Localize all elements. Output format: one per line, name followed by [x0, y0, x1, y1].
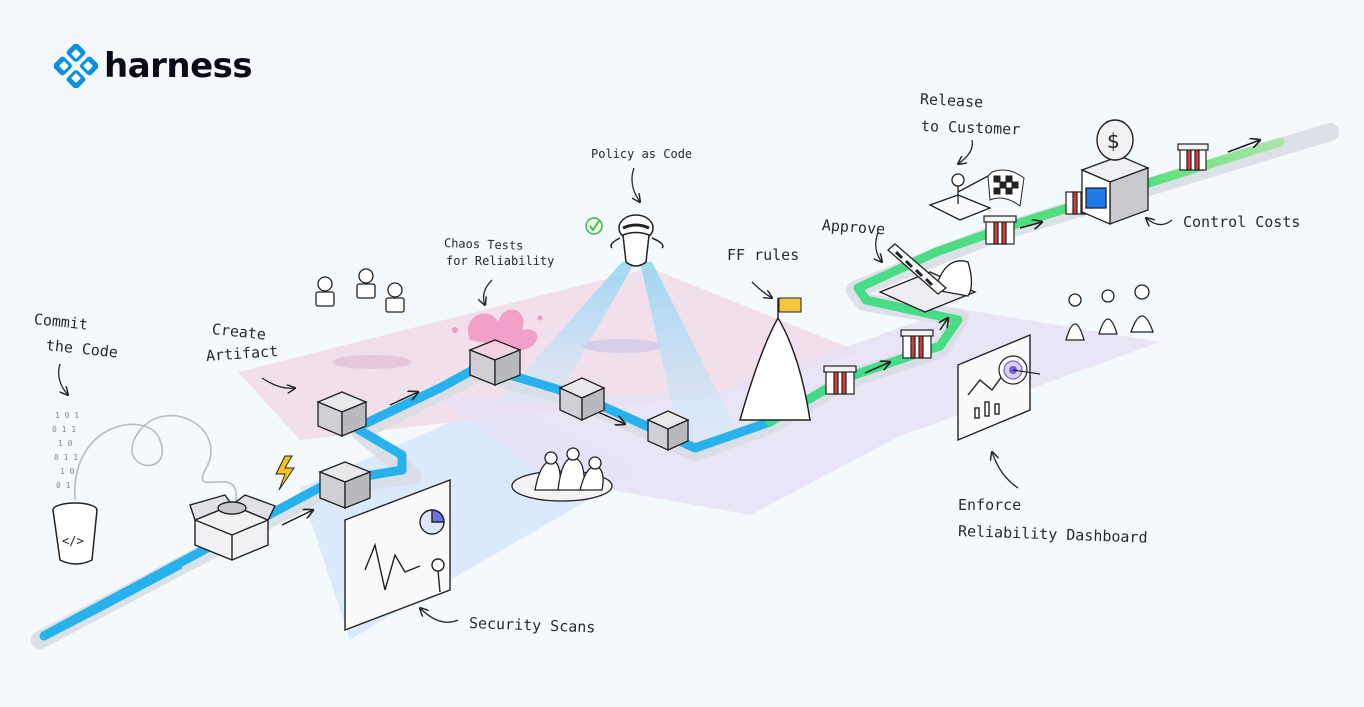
- artifact-cube-2: [316, 391, 368, 437]
- svg-text:0 1 1: 0 1 1: [52, 425, 76, 434]
- svg-text:1 0 1: 1 0 1: [55, 411, 79, 420]
- lightning-icon: [275, 455, 295, 491]
- team-huddle: [511, 447, 613, 502]
- policy-robot: [610, 214, 664, 267]
- checkmark-icon: [585, 217, 603, 235]
- cost-gate: [1080, 155, 1150, 225]
- artifact-cube-1: [318, 461, 372, 509]
- ff-rules-label: FF rules: [727, 246, 800, 264]
- svg-text:1 0: 1 0: [60, 467, 75, 476]
- approval-gate: [878, 243, 977, 313]
- release-label-line1: Release: [919, 90, 984, 112]
- checkered-flag-icon: [987, 169, 1025, 207]
- harness-logo[interactable]: harness: [54, 44, 253, 88]
- policy-label: Policy as Code: [591, 147, 693, 161]
- pie-chart-icon: [419, 509, 445, 535]
- dollar-coin-icon: $: [1096, 119, 1134, 161]
- svg-text:0 1 1: 0 1 1: [54, 453, 78, 462]
- control-costs-label: Control Costs: [1183, 213, 1301, 231]
- code-bucket-icon: </>: [52, 502, 98, 565]
- svg-text:</>: </>: [62, 534, 84, 548]
- chaos-box: [452, 309, 543, 386]
- ff-tent: [739, 297, 811, 421]
- harness-logo-icon: [54, 44, 98, 88]
- enforce-label-line1: Enforce: [958, 496, 1022, 514]
- target-icon: [998, 355, 1041, 385]
- release-stage: [928, 173, 992, 221]
- security-board: [344, 478, 451, 632]
- svg-text:1 0: 1 0: [58, 439, 73, 448]
- celebrating-team: [1065, 284, 1154, 341]
- chaos-label-line1: Chaos Tests: [443, 236, 524, 253]
- artifact-cube-3: [558, 377, 606, 422]
- svg-text:0 1: 0 1: [56, 481, 71, 490]
- chaos-label-line2: for Reliability: [446, 254, 555, 268]
- gift-box-5: [1177, 143, 1209, 171]
- gift-box-3: [983, 215, 1017, 245]
- release-label-line2: to Customer: [920, 117, 1021, 139]
- light-beam-right: [640, 262, 742, 440]
- brand-name: harness: [104, 46, 253, 86]
- light-beam-left: [498, 262, 635, 402]
- gift-box-2: [900, 329, 934, 359]
- gift-box-1: [823, 365, 857, 395]
- artifact-cube-4: [646, 410, 690, 452]
- svg-text:$: $: [1107, 129, 1120, 153]
